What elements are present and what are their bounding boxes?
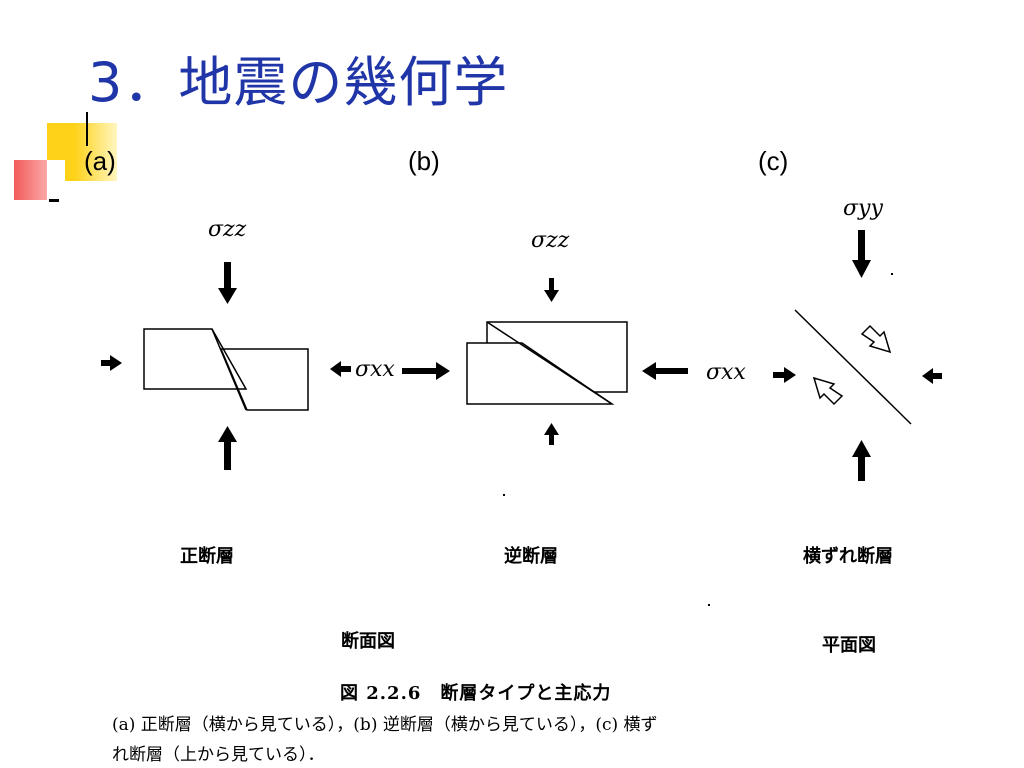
strike-slip-arrows xyxy=(773,230,942,481)
arrow-up-a xyxy=(218,426,237,470)
arrow-right-c xyxy=(773,367,796,383)
arrow-right-a xyxy=(101,355,122,371)
arrow-left-c xyxy=(922,368,942,384)
view-label-plan: 平面図 xyxy=(822,635,876,656)
text-cursor xyxy=(86,112,88,146)
stress-label-a-zz: σzz xyxy=(208,217,247,242)
normal-fault-right-block xyxy=(219,348,309,411)
figure-caption-line2: れ断層（上から見ている）． xyxy=(112,745,325,765)
arrow-up-b xyxy=(544,423,559,445)
slip-arrows-hollow xyxy=(812,324,892,406)
arrow-left-b xyxy=(642,362,688,380)
figure-caption-line1: (a) 正断層（横から見ている），(b) 逆断層（横から見ている），(c) 横ず xyxy=(112,715,658,735)
panel-label-a: (a) xyxy=(84,146,116,176)
arrow-down-b xyxy=(544,278,559,302)
strike-slip-fault-trace xyxy=(794,309,912,425)
stress-label-b-zz: σzz xyxy=(531,228,570,253)
reverse-fault-plane xyxy=(486,321,613,405)
scan-specks xyxy=(503,273,893,606)
strike-slip-fault xyxy=(794,309,912,425)
normal-fault-left-block xyxy=(143,328,248,390)
stress-label-c-yy: σyy xyxy=(843,196,883,221)
stress-label-b-xx: σxx xyxy=(706,360,746,385)
arrow-down-c xyxy=(852,230,871,278)
fault-type-normal: 正断層 xyxy=(180,546,234,567)
fault-type-strike-slip: 横ずれ断層 xyxy=(803,546,893,567)
arrow-down-a xyxy=(218,262,237,304)
reverse-fault-arrows xyxy=(402,278,688,445)
normal-fault-arrows xyxy=(101,262,351,470)
arrow-left-a xyxy=(330,361,351,377)
slip-arrow-upper-right xyxy=(860,324,892,354)
slip-arrow-lower-left xyxy=(812,376,844,406)
reverse-fault-lower-block xyxy=(466,342,615,405)
view-label-section: 断面図 xyxy=(341,631,395,652)
page-title: 3．地震の幾何学 xyxy=(88,51,509,114)
stress-label-a-xx: σxx xyxy=(355,357,395,382)
normal-fault-blocks xyxy=(143,328,309,411)
arrow-right-b xyxy=(402,362,450,380)
deco-white-square xyxy=(47,160,65,200)
panel-label-c: (c) xyxy=(758,146,789,176)
fault-type-reverse: 逆断層 xyxy=(504,546,558,567)
arrow-up-c xyxy=(852,440,871,481)
panel-label-b: (b) xyxy=(408,146,440,176)
deco-dash xyxy=(49,199,59,202)
figure-caption-title: 図 2.2.6 断層タイプと主応力 xyxy=(340,683,612,704)
normal-fault-plane xyxy=(211,328,247,411)
reverse-fault-blocks xyxy=(466,321,628,405)
